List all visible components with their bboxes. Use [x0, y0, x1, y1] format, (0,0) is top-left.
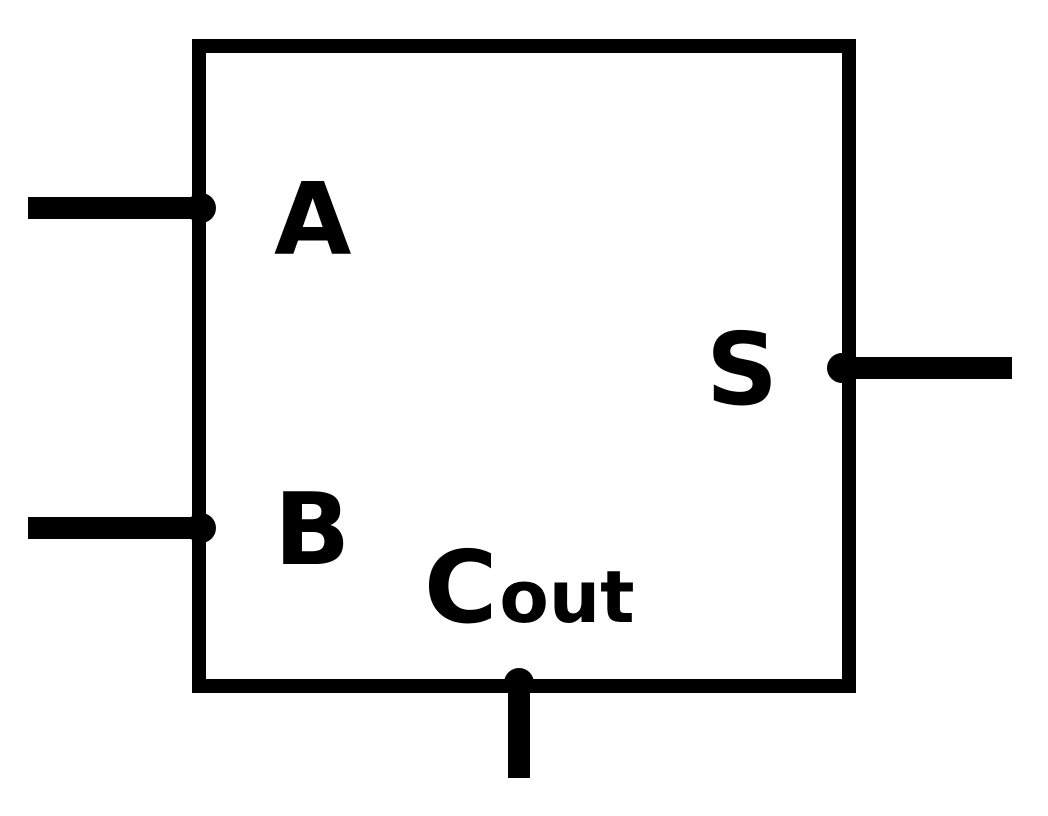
connector-dot-a: [186, 193, 216, 223]
connector-dot-b: [186, 513, 216, 543]
port-label-s: S: [706, 311, 778, 428]
port-label-cout-main: C: [424, 529, 497, 646]
port-label-cout-subscript: out: [499, 555, 634, 639]
port-label-b: B: [274, 471, 350, 588]
block-outline: [192, 39, 856, 693]
port-label-a: A: [274, 161, 351, 278]
connector-dot-cout: [504, 668, 534, 698]
port-label-cout: Cout: [424, 529, 635, 646]
connector-dot-s: [827, 353, 857, 383]
